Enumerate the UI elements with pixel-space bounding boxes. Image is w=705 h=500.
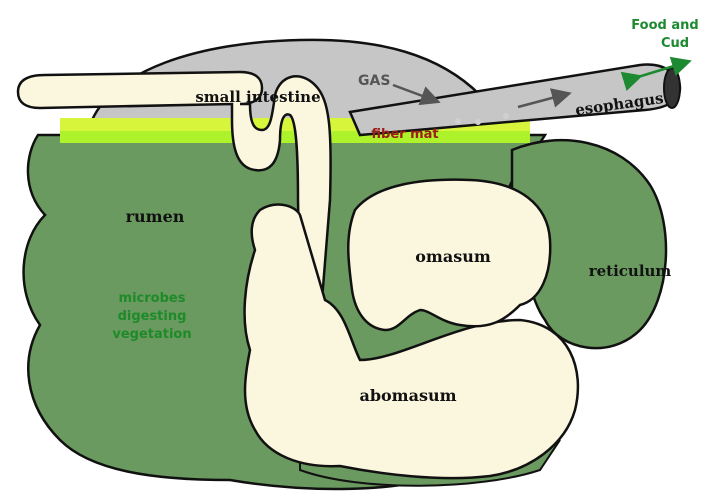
gas-bubble bbox=[475, 119, 481, 125]
gas-bubble bbox=[455, 118, 461, 124]
label-microbes-line1: microbes bbox=[119, 291, 186, 306]
label-fiber-mat: fiber mat bbox=[371, 127, 438, 142]
esophagus-flow-arrow bbox=[517, 88, 572, 109]
label-small-intestine: small intestine bbox=[195, 88, 320, 106]
gas-bubble bbox=[503, 113, 509, 119]
abomasum bbox=[243, 203, 580, 480]
label-omasum: omasum bbox=[415, 247, 491, 266]
label-rumen: rumen bbox=[126, 207, 185, 226]
label-microbes-line2: digesting bbox=[118, 309, 187, 324]
label-food-line2: Cud bbox=[661, 36, 689, 51]
label-reticulum: reticulum bbox=[589, 262, 672, 280]
label-food-line1: Food and bbox=[631, 18, 698, 33]
label-gas: GAS bbox=[358, 73, 390, 89]
label-microbes-line3: vegetation bbox=[112, 327, 191, 342]
esophagus-opening bbox=[663, 67, 681, 109]
omasum bbox=[347, 178, 552, 332]
small-intestine bbox=[16, 70, 332, 302]
food-cud-arrow bbox=[620, 56, 692, 91]
label-abomasum: abomasum bbox=[359, 386, 456, 405]
gas-arrow bbox=[392, 83, 441, 106]
